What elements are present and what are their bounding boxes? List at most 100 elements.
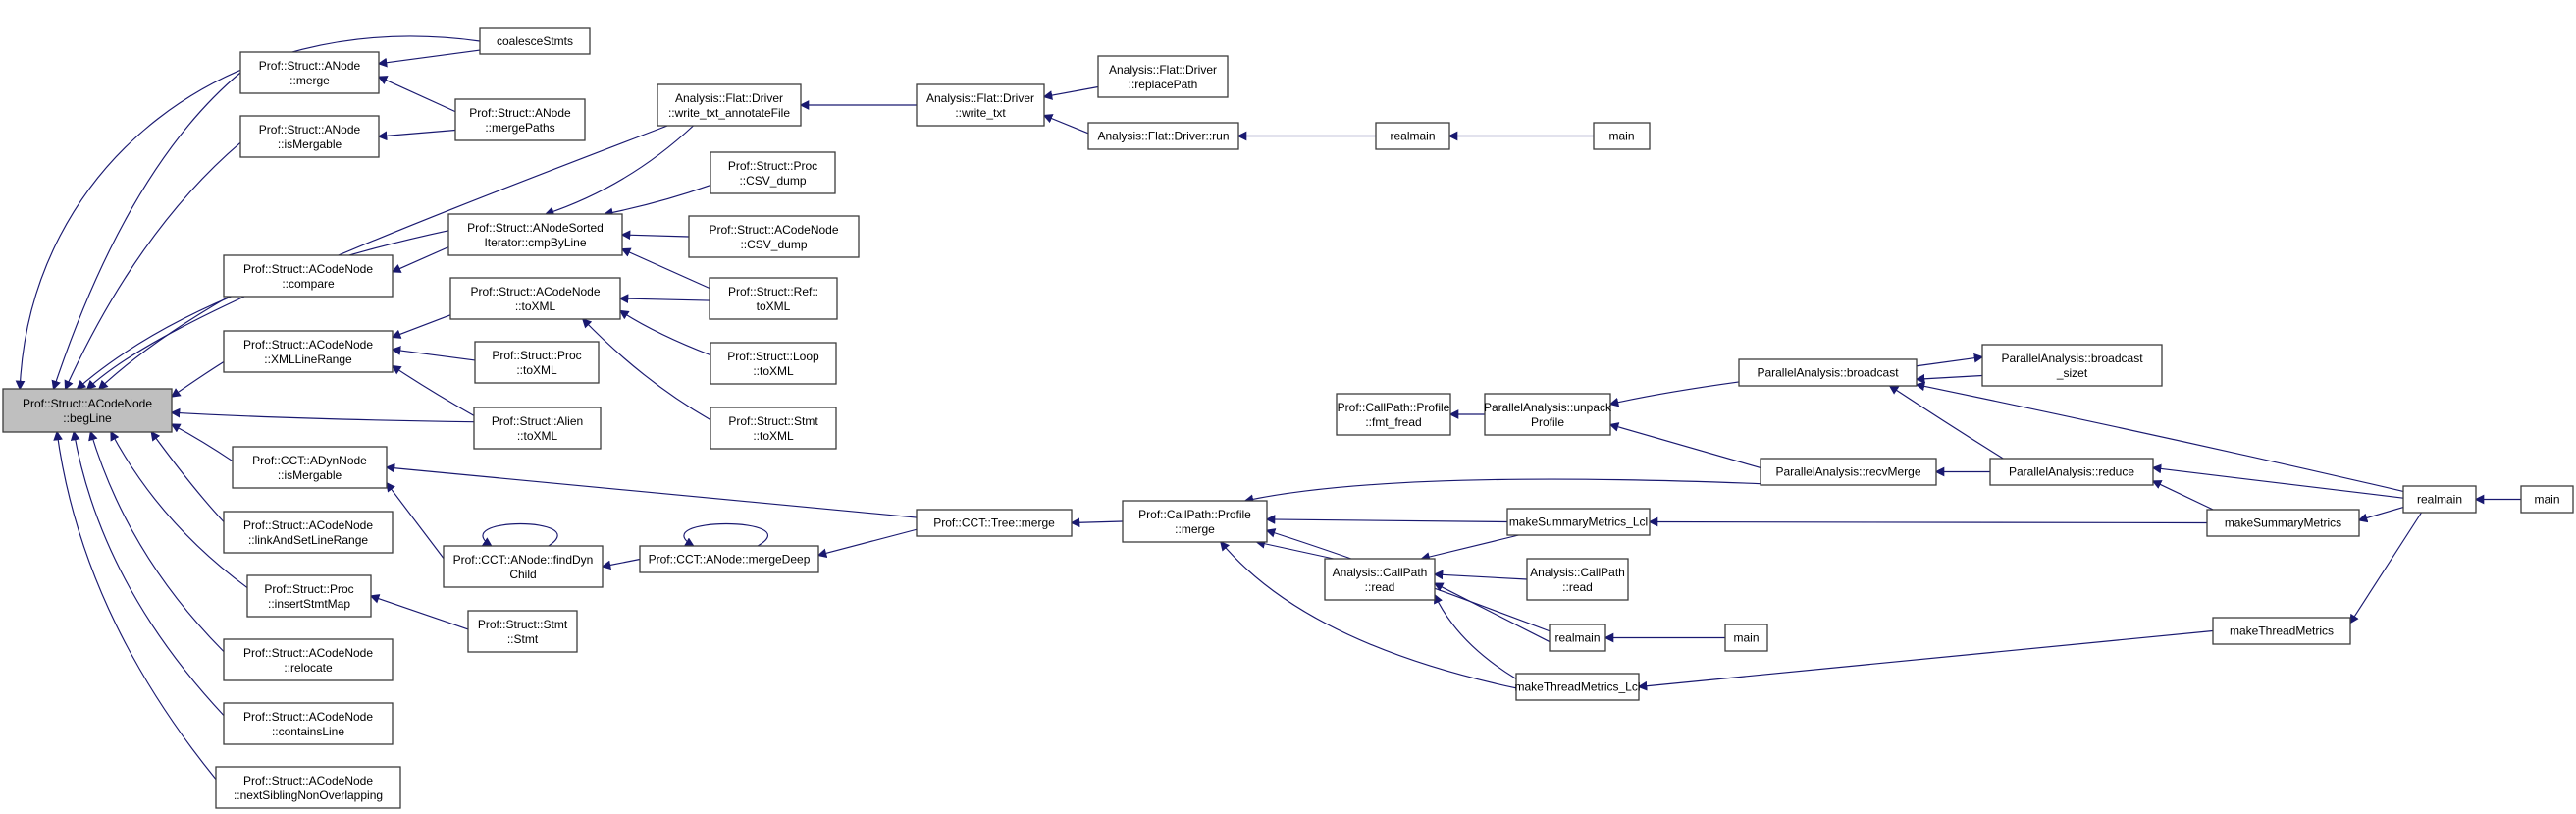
graph-node-box[interactable] — [1087, 122, 1239, 150]
graph-node-acode_toXML[interactable]: Prof::Struct::ACodeNode::toXML — [449, 277, 621, 320]
graph-node-box[interactable] — [1526, 558, 1629, 601]
graph-node-box[interactable] — [467, 610, 578, 653]
graph-node-fmt_fread[interactable]: Prof::CallPath::Profile::fmt_fread — [1336, 393, 1451, 436]
graph-node-main_top[interactable]: main — [1593, 122, 1651, 150]
graph-node-box[interactable] — [1724, 624, 1768, 652]
graph-node-box[interactable] — [223, 638, 394, 681]
graph-node-box[interactable] — [1484, 393, 1611, 436]
graph-node-anode_merge[interactable]: Prof::Struct::ANode::merge — [239, 51, 380, 94]
graph-node-box[interactable] — [1738, 358, 1918, 387]
graph-node-box[interactable] — [657, 83, 802, 127]
graph-node-xmlLineRange[interactable]: Prof::Struct::ACodeNode::XMLLineRange — [223, 330, 394, 373]
graph-node-makeThreadLcl[interactable]: makeThreadMetrics_Lcl — [1514, 673, 1641, 701]
graph-node-coalesceStmts[interactable]: coalesceStmts — [479, 27, 591, 55]
graph-node-makeSummaryLcl[interactable]: makeSummaryMetrics_Lcl — [1506, 508, 1651, 536]
graph-node-box[interactable] — [2402, 485, 2477, 514]
graph-node-broadcast[interactable]: ParallelAnalysis::broadcast — [1738, 358, 1918, 387]
graph-node-box[interactable] — [1989, 458, 2154, 486]
graph-node-stmt_ctor[interactable]: Prof::Struct::Stmt::Stmt — [467, 610, 578, 653]
graph-node-box[interactable] — [2, 388, 173, 433]
graph-node-tree_merge[interactable]: Prof::CCT::Tree::merge — [916, 509, 1073, 537]
graph-node-box[interactable] — [1097, 55, 1229, 98]
graph-node-box[interactable] — [709, 277, 838, 320]
graph-node-alien_toXML[interactable]: Prof::Struct::Alien::toXML — [473, 407, 602, 450]
graph-node-box[interactable] — [2520, 485, 2574, 514]
graph-node-containsLine[interactable]: Prof::Struct::ACodeNode::containsLine — [223, 702, 394, 745]
graph-node-box[interactable] — [916, 509, 1073, 537]
graph-node-mergeDeep[interactable]: Prof::CCT::ANode::mergeDeep — [639, 545, 819, 573]
graph-node-anode_isMergable[interactable]: Prof::Struct::ANode::isMergable — [239, 115, 380, 158]
graph-node-mergePaths[interactable]: Prof::Struct::ANode::mergePaths — [454, 98, 586, 141]
graph-node-label: Prof::Struct::ACodeNode::toXML — [470, 285, 600, 313]
graph-node-box[interactable] — [688, 215, 860, 258]
graph-node-box[interactable] — [223, 254, 394, 298]
graph-node-box[interactable] — [246, 574, 372, 618]
graph-node-box[interactable] — [454, 98, 586, 141]
graph-node-box[interactable] — [916, 83, 1045, 127]
graph-node-read_left[interactable]: Analysis::CallPath::read — [1324, 558, 1436, 601]
graph-node-box[interactable] — [474, 341, 600, 384]
graph-node-box[interactable] — [1593, 122, 1651, 150]
graph-node-box[interactable] — [223, 702, 394, 745]
graph-node-makeThread[interactable]: makeThreadMetrics — [2212, 617, 2351, 645]
graph-node-recvMerge[interactable]: ParallelAnalysis::recvMerge — [1760, 458, 1937, 486]
graph-node-compare[interactable]: Prof::Struct::ACodeNode::compare — [223, 254, 394, 298]
graph-node-box[interactable] — [1549, 624, 1606, 652]
graph-node-box[interactable] — [1375, 122, 1450, 150]
graph-node-box[interactable] — [710, 151, 836, 194]
graph-node-box[interactable] — [232, 446, 388, 489]
graph-node-write_txt[interactable]: Analysis::Flat::Driver::write_txt — [916, 83, 1045, 127]
graph-node-replacePath[interactable]: Analysis::Flat::Driver::replacePath — [1097, 55, 1229, 98]
graph-node-box[interactable] — [223, 330, 394, 373]
graph-node-box[interactable] — [443, 545, 604, 588]
graph-node-main_bot[interactable]: main — [1724, 624, 1768, 652]
graph-node-box[interactable] — [1336, 393, 1451, 436]
graph-node-proc_toXML[interactable]: Prof::Struct::Proc::toXML — [474, 341, 600, 384]
graph-node-box[interactable] — [223, 511, 394, 554]
graph-node-ref_toXML[interactable]: Prof::Struct::Ref::toXML — [709, 277, 838, 320]
graph-node-loop_toXML[interactable]: Prof::Struct::Loop::toXML — [710, 342, 837, 385]
graph-node-box[interactable] — [710, 342, 837, 385]
graph-node-box[interactable] — [239, 115, 380, 158]
graph-node-box[interactable] — [1760, 458, 1937, 486]
graph-node-box[interactable] — [1324, 558, 1436, 601]
graph-node-stmt_toXML[interactable]: Prof::Struct::Stmt::toXML — [710, 407, 837, 450]
graph-node-box[interactable] — [447, 213, 623, 256]
graph-node-insertStmtMap[interactable]: Prof::Struct::Proc::insertStmtMap — [246, 574, 372, 618]
graph-node-box[interactable] — [1122, 500, 1268, 543]
graph-node-broadcast_sizet[interactable]: ParallelAnalysis::broadcast_sizet — [1981, 344, 2163, 387]
graph-node-makeSummary[interactable]: makeSummaryMetrics — [2206, 509, 2360, 537]
graph-node-box[interactable] — [2212, 617, 2351, 645]
graph-node-reduce[interactable]: ParallelAnalysis::reduce — [1989, 458, 2154, 486]
graph-node-begLine[interactable]: Prof::Struct::ACodeNode::begLine — [2, 388, 173, 433]
graph-node-realmain_bot[interactable]: realmain — [1549, 624, 1606, 652]
graph-node-main_right[interactable]: main — [2520, 485, 2574, 514]
graph-node-box[interactable] — [1515, 673, 1640, 701]
graph-node-box[interactable] — [479, 27, 591, 55]
graph-node-box[interactable] — [710, 407, 837, 450]
graph-node-acode_csv[interactable]: Prof::Struct::ACodeNode::CSV_dump — [688, 215, 860, 258]
graph-node-box[interactable] — [449, 277, 621, 320]
graph-node-label-line: ::merge — [289, 74, 330, 87]
graph-node-driver_run[interactable]: Analysis::Flat::Driver::run — [1087, 122, 1239, 150]
graph-node-realmain_top[interactable]: realmain — [1375, 122, 1450, 150]
graph-node-box[interactable] — [2206, 509, 2360, 537]
graph-node-box[interactable] — [215, 766, 401, 809]
graph-node-read_right[interactable]: Analysis::CallPath::read — [1526, 558, 1629, 601]
graph-node-box[interactable] — [239, 51, 380, 94]
graph-node-proc_csv[interactable]: Prof::Struct::Proc::CSV_dump — [710, 151, 836, 194]
graph-node-box[interactable] — [639, 545, 819, 573]
graph-node-relocate[interactable]: Prof::Struct::ACodeNode::relocate — [223, 638, 394, 681]
graph-node-box[interactable] — [1506, 508, 1651, 536]
graph-node-realmain_right[interactable]: realmain — [2402, 485, 2477, 514]
graph-node-adyn_isMergable[interactable]: Prof::CCT::ADynNode::isMergable — [232, 446, 388, 489]
graph-node-nextSibling[interactable]: Prof::Struct::ACodeNode::nextSiblingNonO… — [215, 766, 401, 809]
graph-node-box[interactable] — [473, 407, 602, 450]
graph-node-annotateFile[interactable]: Analysis::Flat::Driver::write_txt_annota… — [657, 83, 802, 127]
graph-node-profile_merge[interactable]: Prof::CallPath::Profile::merge — [1122, 500, 1268, 543]
graph-node-box[interactable] — [1981, 344, 2163, 387]
graph-node-linkAndSetLineRange[interactable]: Prof::Struct::ACodeNode::linkAndSetLineR… — [223, 511, 394, 554]
